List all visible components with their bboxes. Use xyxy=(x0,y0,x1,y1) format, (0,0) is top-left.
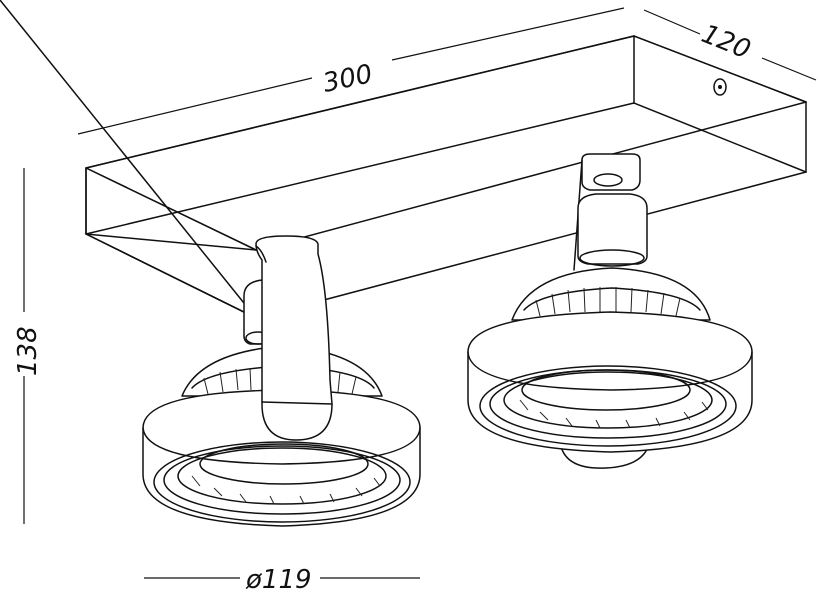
ceiling-base xyxy=(0,0,807,319)
dimension-diameter-label: ø119 xyxy=(245,565,312,595)
lamp-left xyxy=(142,235,421,527)
screw-icon xyxy=(713,78,727,96)
dimension-width-label: 120 xyxy=(697,19,754,65)
lamp-right xyxy=(467,153,753,469)
dimension-diameter: ø119 xyxy=(144,565,420,595)
dimension-length-label: 300 xyxy=(320,59,375,99)
dimension-height: 138 xyxy=(13,168,43,524)
dimension-height-label: 138 xyxy=(13,326,43,376)
